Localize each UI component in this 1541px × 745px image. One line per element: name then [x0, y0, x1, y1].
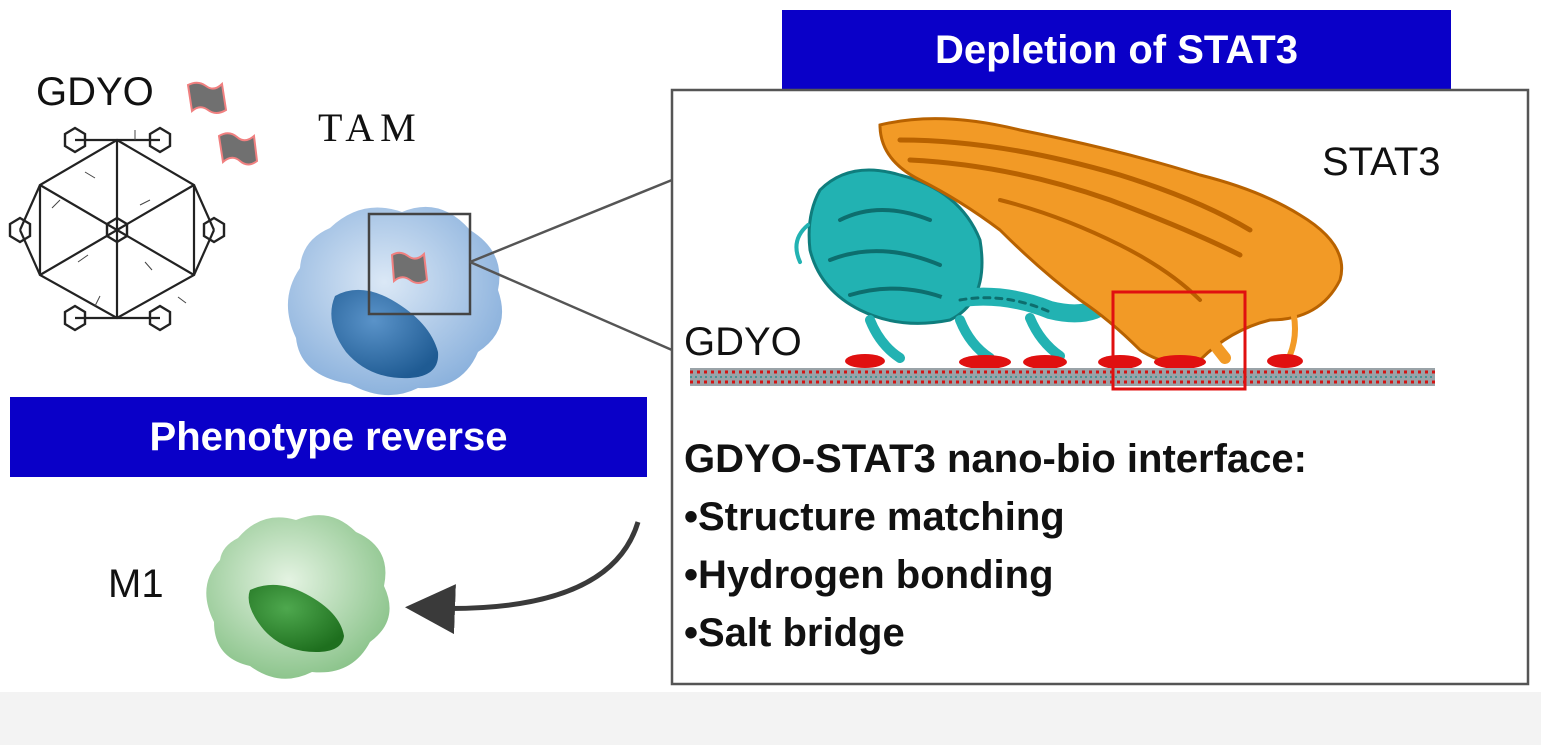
contact-residues — [845, 354, 1303, 369]
interface-point-structure: •Structure matching — [684, 495, 1065, 539]
zoom-line-bottom — [469, 260, 673, 352]
interface-heading: GDYO-STAT3 nano-bio interface: — [684, 437, 1307, 481]
m1-label: M1 — [108, 562, 164, 606]
gdyo-sheet — [690, 368, 1435, 386]
zoom-box — [367, 212, 472, 316]
stat3-protein — [878, 117, 1344, 368]
depletion-banner-text: Depletion of STAT3 — [935, 27, 1298, 72]
tam-label: TAM — [318, 105, 422, 150]
interface-highlight-box — [1111, 290, 1247, 391]
gdyo-label: GDYO — [36, 70, 154, 114]
transition-arrow — [405, 521, 641, 635]
phenotype-banner: Phenotype reverse — [10, 397, 647, 477]
interface-point-salt: •Salt bridge — [684, 611, 905, 655]
interface-point-hydrogen: •Hydrogen bonding — [684, 553, 1054, 597]
gdyo-flakes — [186, 81, 259, 166]
zoom-line-top — [469, 178, 673, 264]
depletion-banner: Depletion of STAT3 — [782, 10, 1451, 90]
footer-strip — [0, 692, 1541, 745]
stat3-label: STAT3 — [1322, 140, 1441, 184]
gdyo-lattice — [8, 126, 226, 332]
gdyo-panel-label: GDYO — [684, 320, 802, 364]
phenotype-banner-text: Phenotype reverse — [149, 414, 508, 459]
interface-list: GDYO-STAT3 nano-bio interface: •Structur… — [684, 430, 1307, 662]
tam-cell — [287, 206, 503, 396]
m1-cell — [206, 515, 390, 679]
